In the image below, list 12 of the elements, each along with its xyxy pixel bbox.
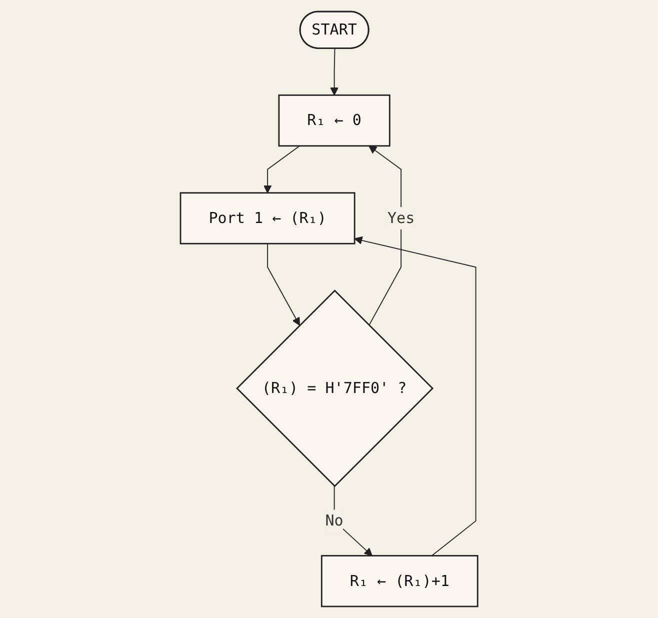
node-diamond: (R₁) = H'7FF0' ? — [236, 290, 434, 488]
node-box: Port 1 ← (R₁) — [180, 192, 356, 244]
arrow — [368, 146, 402, 326]
arrow — [330, 48, 338, 96]
arrow — [334, 486, 372, 556]
arrow — [267, 243, 300, 326]
node-box: R₁ ← (R₁)+1 — [320, 555, 478, 608]
edge-label: No — [325, 512, 344, 530]
node-box: R₁ ← 0 — [278, 94, 390, 147]
edge-label: Yes — [387, 208, 415, 227]
arrow — [263, 145, 300, 194]
arrow — [354, 236, 476, 556]
